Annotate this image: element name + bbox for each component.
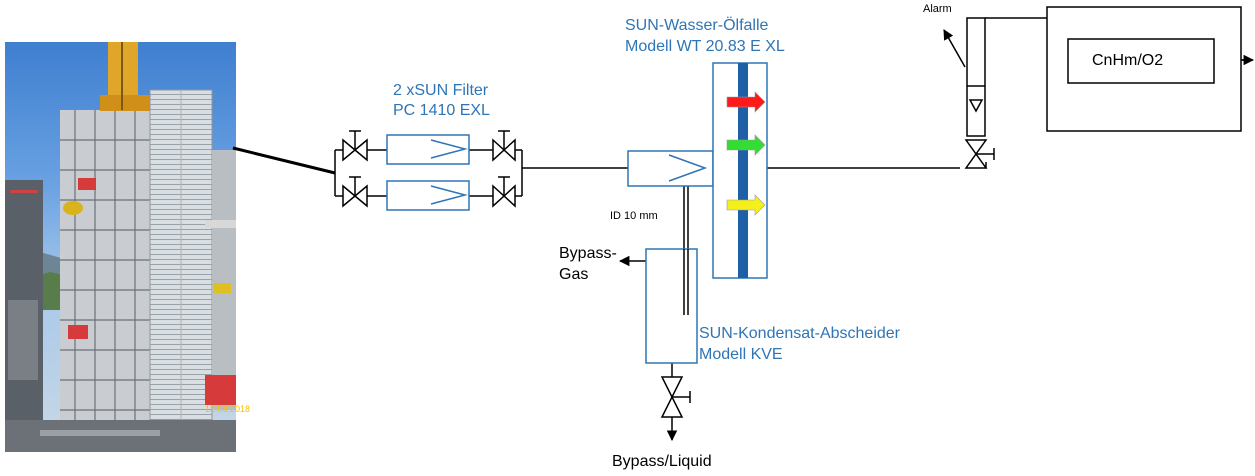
separator-label-line2: Modell KVE [699, 346, 783, 364]
trap-label-line1: SUN-Wasser-Ölfalle [625, 17, 768, 35]
filters-label-line2: PC 1410 EXL [393, 102, 490, 120]
analyzer-label: CnHm/O2 [1092, 52, 1163, 70]
bypass-liquid-label: Bypass/Liquid [612, 453, 712, 471]
condensate-drain-valve [662, 377, 690, 417]
trap-label-line2: Modell WT 20.83 E XL [625, 38, 785, 56]
separator-label-line1: SUN-Kondensat-Abscheider [699, 325, 900, 343]
bypass-gas-line1: Bypass- [559, 245, 617, 263]
plant-photo: 12.06.2018 [5, 42, 250, 452]
bypass-gas-line2: Gas [559, 266, 588, 284]
inlet-heat-exchanger [628, 151, 713, 186]
flow-meter [967, 18, 985, 136]
id-10mm-label: ID 10 mm [610, 210, 658, 223]
photo-date-stamp: 12.06.2018 [205, 404, 250, 414]
filters-label-line1: 2 xSUN Filter [393, 82, 488, 100]
alarm-label: Alarm [923, 3, 952, 16]
filter-units [387, 135, 469, 210]
condensate-separator [646, 249, 697, 363]
analyzer-inlet-valve [966, 140, 994, 168]
water-oil-trap [713, 63, 767, 278]
